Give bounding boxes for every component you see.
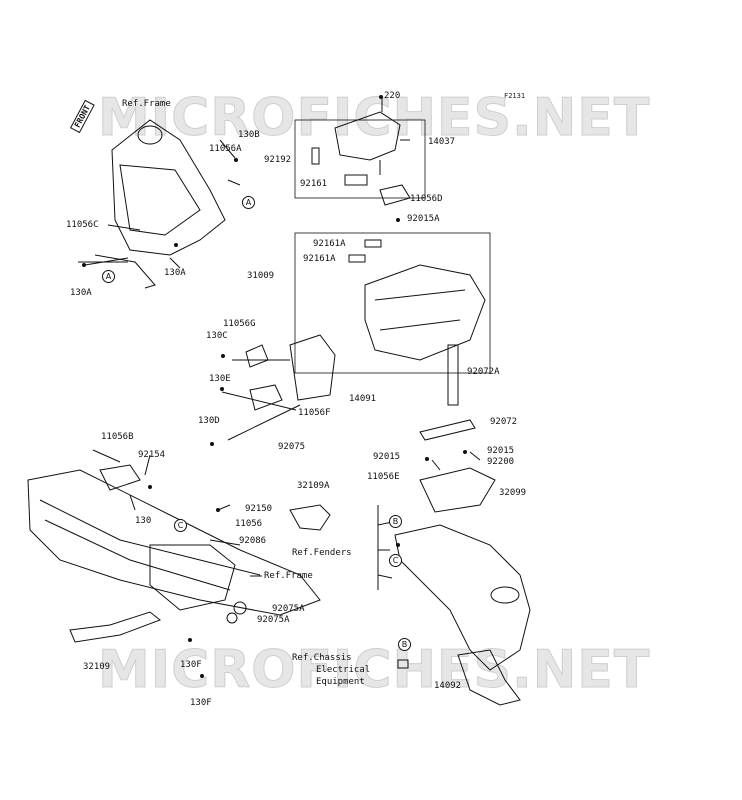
part-11056G[interactable]: 11056G bbox=[223, 319, 256, 329]
part-92072[interactable]: 92072 bbox=[490, 417, 518, 427]
part-130E[interactable]: 130E bbox=[209, 374, 231, 384]
part-32109A[interactable]: 32109A bbox=[297, 481, 330, 491]
callout-b-fender: B bbox=[389, 515, 402, 528]
callout-a-lower: A bbox=[102, 270, 115, 283]
part-11056[interactable]: 11056 bbox=[235, 519, 263, 529]
bracket-plate-14091 bbox=[289, 334, 336, 401]
part-92072A[interactable]: 92072A bbox=[467, 367, 500, 377]
part-92075A-lower[interactable]: 92075A bbox=[257, 615, 290, 625]
main-frame bbox=[27, 469, 321, 616]
part-92075[interactable]: 92075 bbox=[278, 442, 306, 452]
part-92075A-upper[interactable]: 92075A bbox=[272, 604, 305, 614]
connector-chassis bbox=[397, 659, 409, 669]
part-32099[interactable]: 32099 bbox=[499, 488, 527, 498]
part-130F-upper[interactable]: 130F bbox=[180, 660, 202, 670]
watermark-bottom: MICROFICHES.NET bbox=[97, 640, 651, 701]
part-11056A[interactable]: 11056A bbox=[209, 144, 242, 154]
strap-92072 bbox=[419, 419, 476, 441]
part-130D[interactable]: 130D bbox=[198, 416, 220, 426]
ref-fenders: Ref.Fenders bbox=[292, 548, 352, 558]
steering-head bbox=[137, 125, 163, 145]
part-11056F[interactable]: 11056F bbox=[298, 408, 331, 418]
bracket-11056D bbox=[379, 184, 411, 206]
part-130A-left[interactable]: 130A bbox=[70, 288, 92, 298]
part-31009[interactable]: 31009 bbox=[247, 271, 275, 281]
part-92161A-mid[interactable]: 92161A bbox=[303, 254, 336, 264]
hose-32109A bbox=[289, 504, 331, 531]
part-92161A-top[interactable]: 92161A bbox=[313, 239, 346, 249]
frame-front-section bbox=[111, 119, 226, 256]
part-92154[interactable]: 92154 bbox=[138, 450, 166, 460]
ref-chassis-line3: Equipment bbox=[316, 677, 365, 687]
part-220[interactable]: 220 bbox=[384, 91, 401, 101]
diagram-code: F2131 bbox=[504, 92, 526, 100]
watermark-top: MICROFICHES.NET bbox=[97, 88, 651, 149]
part-11056D[interactable]: 11056D bbox=[410, 194, 443, 204]
pad-92161A-mid bbox=[348, 254, 366, 263]
strap-92072A bbox=[447, 344, 459, 406]
part-130[interactable]: 130 bbox=[135, 516, 152, 526]
part-92015-left[interactable]: 92015 bbox=[373, 452, 401, 462]
part-92086[interactable]: 92086 bbox=[239, 536, 267, 546]
part-11056B[interactable]: 11056B bbox=[101, 432, 134, 442]
part-130F-lower[interactable]: 130F bbox=[190, 698, 212, 708]
part-92150[interactable]: 92150 bbox=[245, 504, 273, 514]
part-92161[interactable]: 92161 bbox=[300, 179, 328, 189]
pad-92192 bbox=[311, 147, 320, 165]
pad-92161 bbox=[344, 174, 368, 186]
part-92015A[interactable]: 92015A bbox=[407, 214, 440, 224]
part-32109[interactable]: 32109 bbox=[83, 662, 111, 672]
part-11056C[interactable]: 11056C bbox=[66, 220, 99, 230]
part-14037[interactable]: 14037 bbox=[428, 137, 456, 147]
tube-32109 bbox=[69, 611, 161, 643]
fender-bracket-32099 bbox=[419, 467, 496, 513]
flap-14092 bbox=[457, 649, 521, 706]
callout-b-chassis: B bbox=[398, 638, 411, 651]
part-130B[interactable]: 130B bbox=[238, 130, 260, 140]
callout-c-fender: C bbox=[389, 554, 402, 567]
battery-case-31009 bbox=[364, 264, 486, 361]
part-92192[interactable]: 92192 bbox=[264, 155, 292, 165]
ref-chassis-line1: Ref.Chassis bbox=[292, 653, 352, 663]
side-cover-14037 bbox=[334, 111, 401, 161]
ref-chassis-line2: Electrical bbox=[316, 665, 371, 675]
callout-c-frame: C bbox=[174, 519, 187, 532]
callout-a-upper: A bbox=[242, 196, 255, 209]
rear-fender bbox=[394, 524, 531, 671]
bracket-11056B bbox=[99, 464, 141, 491]
part-14092[interactable]: 14092 bbox=[434, 681, 462, 691]
ref-frame-top: Ref.Frame bbox=[122, 99, 171, 109]
part-14091[interactable]: 14091 bbox=[349, 394, 377, 404]
pad-92161A-top bbox=[364, 239, 382, 248]
part-11056E[interactable]: 11056E bbox=[367, 472, 400, 482]
ref-frame-mid: Ref.Frame bbox=[264, 571, 313, 581]
part-130C[interactable]: 130C bbox=[206, 331, 228, 341]
part-130A-right[interactable]: 130A bbox=[164, 268, 186, 278]
part-92200[interactable]: 92200 bbox=[487, 457, 515, 467]
part-92015-right[interactable]: 92015 bbox=[487, 446, 515, 456]
